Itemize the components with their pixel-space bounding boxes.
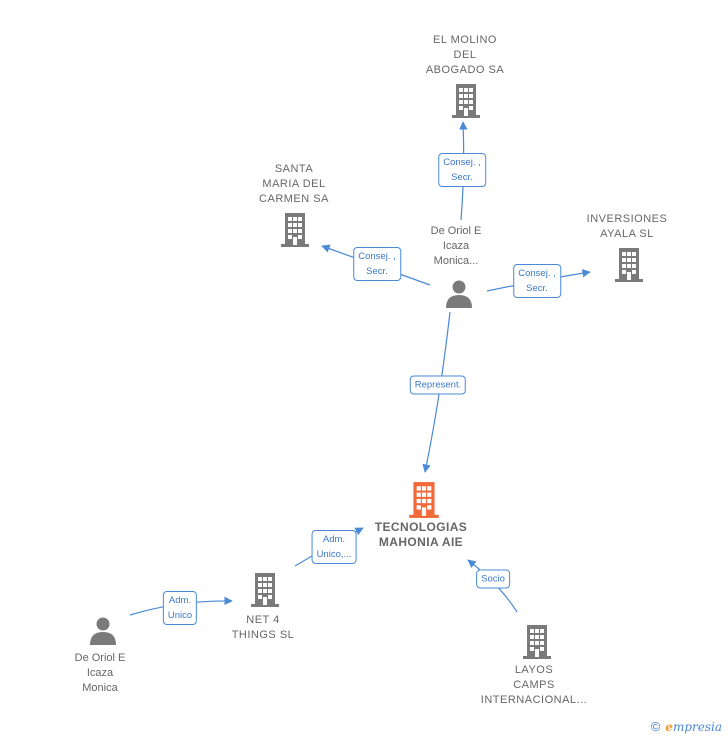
main-building-icon[interactable]	[408, 481, 440, 519]
node-label-inversiones: INVERSIONES AYALA SL	[586, 213, 668, 240]
building-icon[interactable]	[614, 247, 644, 283]
node-label-molino: EL MOLINO DEL ABOGADO SA	[425, 34, 505, 76]
footer-brand[interactable]: © empresia	[651, 719, 722, 734]
building-icon[interactable]	[451, 83, 481, 119]
edge-label-net4-tecnologias[interactable]: Adm. Unico,...	[311, 530, 357, 564]
node-label-tecnologias: TECNOLOGIAS MAHONIA AIE	[374, 520, 468, 549]
building-icon[interactable]	[250, 572, 280, 608]
edge-label-molino[interactable]: Consej. , Secr.	[438, 153, 486, 187]
node-label-person-bottom: De Oriol E Icaza Monica	[74, 652, 126, 694]
edge-label-santa[interactable]: Consej. , Secr.	[353, 247, 401, 281]
edge-person-to-tecnologias	[422, 311, 451, 473]
building-icon[interactable]	[522, 624, 552, 660]
person-icon[interactable]	[444, 279, 474, 309]
brand-logo: empresia	[665, 719, 722, 734]
edge-label-socio[interactable]: Socio	[476, 569, 510, 589]
node-label-net4: NET 4 THINGS SL	[231, 614, 295, 641]
node-label-person-top: De Oriol E Icaza Monica...	[430, 225, 482, 267]
node-label-santa: SANTA MARIA DEL CARMEN SA	[259, 163, 329, 205]
building-icon[interactable]	[280, 212, 310, 248]
edge-label-person-net4[interactable]: Adm. Unico	[162, 591, 198, 625]
edge-label-represent[interactable]: Represent.	[409, 375, 467, 395]
node-label-layos: LAYOS CAMPS INTERNACIONAL...	[480, 664, 588, 706]
edge-label-inversiones[interactable]: Consej. , Secr.	[513, 264, 561, 298]
person-icon[interactable]	[88, 616, 118, 646]
copyright-icon: ©	[650, 719, 661, 734]
